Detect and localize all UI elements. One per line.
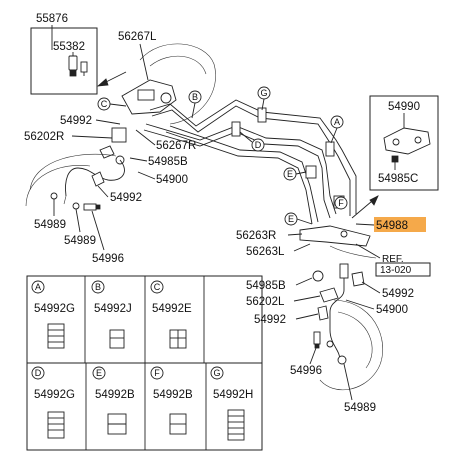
part-label-54989-right: 54989 xyxy=(344,402,376,414)
svg-text:B: B xyxy=(95,282,101,292)
clip-legend-grid xyxy=(26,275,263,451)
part-label-54989-left-a: 54989 xyxy=(34,219,66,231)
pipe-clamp-d xyxy=(305,165,317,179)
fitting-54985B-right xyxy=(312,270,324,282)
clip-54992-left xyxy=(91,171,105,187)
part-label-54996-right: 54996 xyxy=(290,365,322,377)
legend-part-54992G-d: 54992G xyxy=(34,389,75,401)
brake-hose-bracket-left xyxy=(99,127,127,165)
ref-note: REF. 13-020 xyxy=(375,254,431,277)
part-label-54988: 54988 xyxy=(376,220,408,232)
front-left-caliper xyxy=(121,79,177,115)
svg-text:E: E xyxy=(96,368,102,378)
svg-text:REF.: REF. xyxy=(382,254,404,265)
svg-text:E: E xyxy=(287,169,293,179)
bolt-left xyxy=(72,202,101,211)
legend-cell-g: G 54992H xyxy=(210,366,253,441)
legend-cell-f: F 54992B xyxy=(150,366,193,435)
legend-part-54992J: 54992J xyxy=(94,303,132,315)
part-label-54992-left: 54992 xyxy=(110,192,142,204)
front-left-brake-hose xyxy=(65,159,125,197)
main-brake-pipes xyxy=(143,99,357,225)
clip-54992-right xyxy=(317,305,329,321)
clip-54992G-icon xyxy=(47,323,65,349)
part-label-54992-right-b: 54992 xyxy=(254,314,286,326)
part-label-54985B-left: 54985B xyxy=(148,156,188,168)
legend-cell-d: D 54992G xyxy=(31,366,75,439)
svg-text:F: F xyxy=(154,368,160,378)
clip-54992J-icon xyxy=(109,329,125,349)
svg-text:13-020: 13-020 xyxy=(380,265,412,276)
part-label-54992-top: 54992 xyxy=(60,115,92,127)
legend-cell-b: B 54992J xyxy=(91,280,132,349)
highlight-54988 xyxy=(374,217,426,232)
part-label-56202R: 56202R xyxy=(24,131,64,143)
rear-right-disc-shield xyxy=(319,299,383,391)
fitting-left-a xyxy=(50,192,58,200)
hose-bracket-icon xyxy=(383,127,431,155)
svg-text:A: A xyxy=(35,282,41,292)
svg-text:G: G xyxy=(260,88,267,98)
fitting-54985C-icon xyxy=(391,155,399,170)
part-label-54989-left-b: 54989 xyxy=(64,235,96,247)
part-label-56202L: 56202L xyxy=(246,296,285,308)
legend-cell-c: C 54992E xyxy=(150,280,192,349)
part-label-55382: 55382 xyxy=(53,41,85,53)
pipe-clamp-c xyxy=(325,141,335,157)
pipe-clamp-a xyxy=(231,121,241,137)
part-label-54985C: 54985C xyxy=(378,173,418,185)
part-label-54992-right-a: 54992 xyxy=(382,288,414,300)
part-label-56263R: 56263R xyxy=(236,230,276,242)
svg-text:A: A xyxy=(334,117,340,127)
inset-arrow-icon-right xyxy=(369,195,379,206)
legend-part-54992B-e: 54992B xyxy=(95,389,135,401)
svg-text:F: F xyxy=(338,198,344,208)
inset-box-bleeder xyxy=(30,27,98,95)
clip-54992H-icon xyxy=(227,409,245,441)
front-left-disc-shield xyxy=(139,43,216,125)
center-junction-bracket xyxy=(299,225,371,247)
right-hose-assembly xyxy=(319,263,365,361)
inset-arrow-icon xyxy=(96,78,109,87)
bolt-right xyxy=(313,331,321,349)
svg-text:E: E xyxy=(288,214,294,224)
clip-54992B-icon-e xyxy=(107,413,127,435)
svg-text:D: D xyxy=(35,368,42,378)
part-label-54900-right: 54900 xyxy=(376,304,408,316)
svg-text:D: D xyxy=(255,140,262,150)
fitting-right-lower xyxy=(326,340,334,348)
inset-box-hose-bracket xyxy=(369,95,439,191)
callout-d xyxy=(251,138,265,152)
part-label-56267R: 56267R xyxy=(156,140,196,152)
front-left-wheel-outline xyxy=(29,153,117,191)
legend-cell-e: E 54992B xyxy=(92,366,135,435)
svg-text:B: B xyxy=(192,92,198,102)
legend-part-54992G-a: 54992G xyxy=(34,303,75,315)
callout-f xyxy=(334,196,348,210)
bleeder-screw-icon xyxy=(68,52,88,77)
part-label-54985B-right: 54985B xyxy=(246,280,286,292)
legend-cell-a: A 54992G xyxy=(31,280,75,349)
part-label-55876: 55876 xyxy=(36,13,68,25)
clip-54992E-icon xyxy=(169,329,187,349)
svg-text:C: C xyxy=(101,99,108,109)
pipe-clamp-b xyxy=(257,107,267,123)
legend-part-54992E: 54992E xyxy=(152,303,192,315)
part-label-56267L: 56267L xyxy=(118,31,157,43)
part-label-54990: 54990 xyxy=(388,101,420,113)
part-label-54900-left: 54900 xyxy=(156,174,188,186)
legend-part-54992B-f: 54992B xyxy=(153,389,193,401)
svg-text:G: G xyxy=(213,368,220,378)
legend-part-54992H: 54992H xyxy=(213,389,253,401)
clip-54992G-icon-d xyxy=(47,411,65,439)
svg-text:C: C xyxy=(154,282,161,292)
clip-54992B-icon-f xyxy=(169,413,187,435)
fitting-54989-right xyxy=(337,355,347,365)
part-label-54996-left: 54996 xyxy=(92,253,124,265)
part-label-56263L: 56263L xyxy=(246,246,285,258)
